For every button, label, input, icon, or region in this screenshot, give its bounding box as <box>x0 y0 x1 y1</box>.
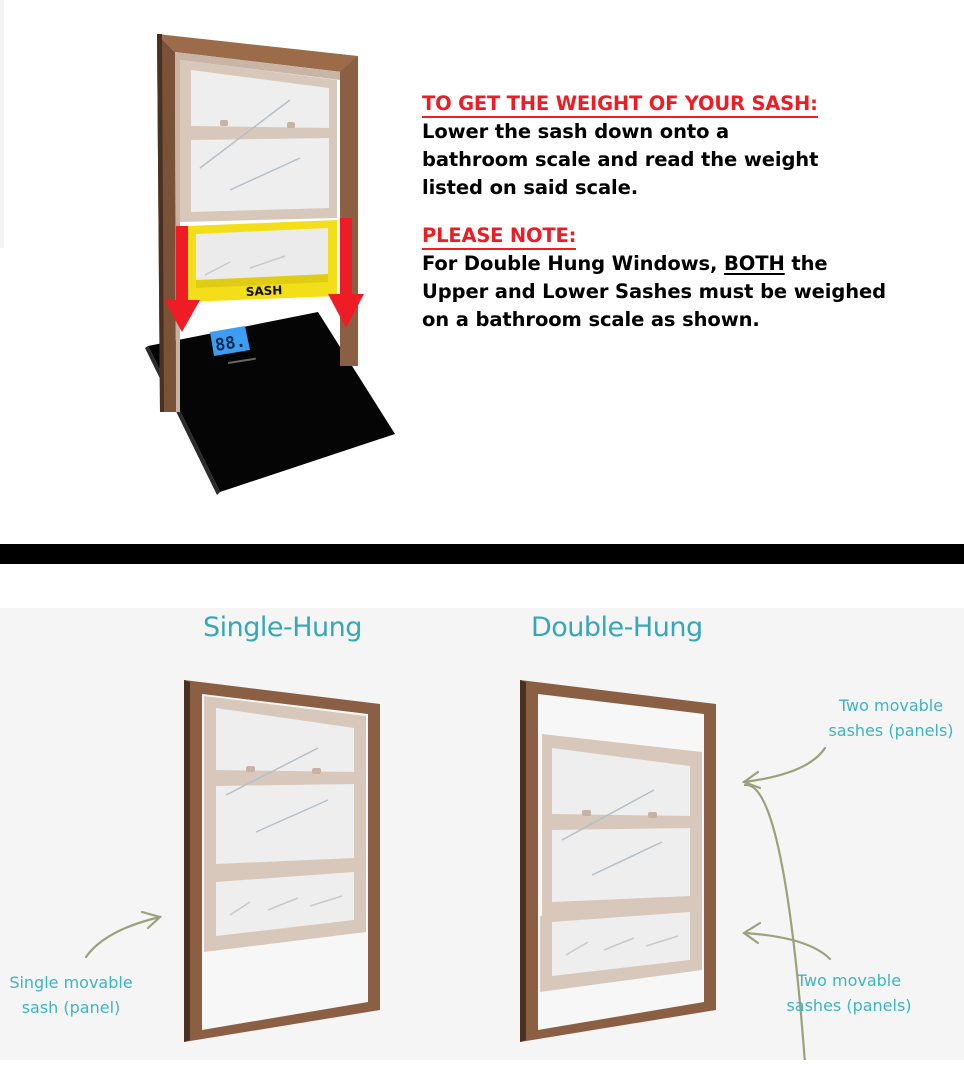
sash-weighing-illustration: 88. SASH <box>0 0 395 495</box>
instructions-block: TO GET THE WEIGHT OF YOUR SASH: Lower th… <box>422 92 942 334</box>
two-sashes-callout-bottom: Two movable sashes (panels) <box>786 971 912 1015</box>
svg-text:88.: 88. <box>214 331 247 356</box>
instruction-line-2: bathroom scale and read the weight <box>422 148 819 171</box>
lower-sash-highlight-icon: SASH <box>188 220 337 302</box>
note-line-2: Upper and Lower Sashes must be weighed <box>422 280 886 303</box>
section-divider <box>0 544 964 564</box>
instruction-line-3: listed on said scale. <box>422 176 639 199</box>
note-line-1: For Double Hung Windows, BOTH the <box>422 252 828 275</box>
single-sash-callout: Single movable sash (panel) <box>9 973 133 1017</box>
down-arrow-left-icon <box>164 226 200 332</box>
single-hung-title: Single-Hung <box>203 612 362 643</box>
arrow-to-upper-sash-icon <box>743 783 806 1060</box>
two-sashes-callout-top: Two movable sashes (panels) <box>828 696 954 740</box>
arrow-to-two-sashes-top-icon <box>741 746 827 790</box>
instruction-line-1: Lower the sash down onto a <box>422 120 730 143</box>
upper-sash-icon <box>180 60 337 222</box>
heading-weight-of-sash: TO GET THE WEIGHT OF YOUR SASH: <box>422 92 818 118</box>
arrow-to-single-sash-icon <box>84 915 162 959</box>
heading-please-note: PLEASE NOTE: <box>422 224 576 250</box>
both-emphasis: BOTH <box>724 252 785 275</box>
window-types-panel <box>0 608 964 1060</box>
window-frame-icon <box>157 34 358 412</box>
arrow-to-two-sashes-bottom-icon <box>742 921 832 961</box>
sash-label: SASH <box>245 283 282 299</box>
note-line-3: on a bathroom scale as shown. <box>422 308 760 331</box>
single-hung-window-icon <box>184 680 380 1042</box>
double-hung-title: Double-Hung <box>531 612 703 643</box>
down-arrow-right-icon <box>328 218 364 328</box>
callout-arrows <box>84 783 806 1060</box>
double-hung-window-icon <box>520 680 716 1042</box>
